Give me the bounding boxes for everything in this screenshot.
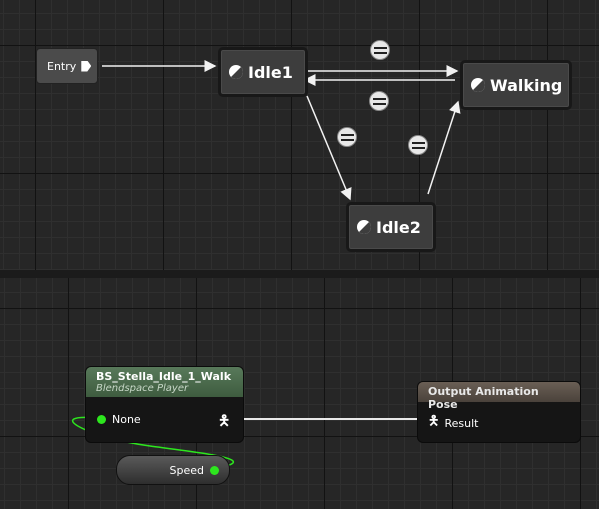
entry-pin-icon[interactable] <box>81 60 92 72</box>
state-icon <box>229 65 243 79</box>
state-icon <box>357 220 371 234</box>
blendspace-player-node[interactable]: BS_Stella_Idle_1_Walk Blendspace Player … <box>86 367 243 442</box>
state-machine-graph[interactable]: Entry Idle1 Walking Idle2 <box>0 0 599 270</box>
speed-label: Speed <box>169 463 204 477</box>
transition-rule-icon[interactable] <box>369 91 389 111</box>
idle1-to-idle2-wire <box>306 95 352 201</box>
blendspace-title: BS_Stella_Idle_1_Walk <box>96 370 232 383</box>
entry-label: Entry <box>47 59 77 73</box>
anim-graph[interactable]: BS_Stella_Idle_1_Walk Blendspace Player … <box>0 278 599 509</box>
transition-wires <box>102 60 461 201</box>
entry-node[interactable]: Entry <box>36 48 98 84</box>
state-walking[interactable]: Walking <box>460 60 572 110</box>
state-idle2-label: Idle2 <box>376 217 421 237</box>
state-idle1-label: Idle1 <box>248 62 293 82</box>
state-walking-label: Walking <box>490 75 563 95</box>
output-animation-pose-node[interactable]: Output Animation Pose 🯅 Result <box>418 382 580 442</box>
speed-variable-node[interactable]: Speed <box>116 455 230 485</box>
transition-rule-icon[interactable] <box>370 40 390 60</box>
person-pose-icon[interactable]: 🯅 <box>428 414 440 429</box>
transition-rule-icon[interactable] <box>408 135 428 155</box>
blendspace-subtitle: Blendspace Player <box>96 383 189 394</box>
pin-wires <box>72 416 428 470</box>
transition-rule-icon[interactable] <box>337 127 357 147</box>
idle2-to-walking-wire <box>427 100 461 195</box>
panel-divider <box>0 270 599 278</box>
result-pin[interactable]: 🯅 Result <box>428 412 478 434</box>
state-idle1[interactable]: Idle1 <box>218 47 308 97</box>
output-title: Output Animation Pose <box>428 385 539 411</box>
green-pin-icon[interactable] <box>97 415 106 424</box>
state-idle2[interactable]: Idle2 <box>346 202 436 252</box>
result-pin-label: Result <box>444 416 479 430</box>
none-pin-label: None <box>112 413 141 426</box>
none-input-pin[interactable]: None <box>97 413 141 426</box>
green-pin-icon[interactable] <box>210 465 219 475</box>
state-icon <box>471 78 485 92</box>
speed-wire <box>72 416 235 470</box>
person-pose-icon[interactable]: 🯅 <box>218 413 231 429</box>
